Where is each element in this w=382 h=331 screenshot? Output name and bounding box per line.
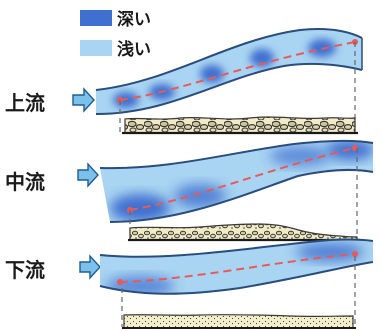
flow-arrow-icon <box>73 89 94 111</box>
legend-label-shallow: 浅い <box>117 39 151 60</box>
legend-swatch-deep <box>80 10 112 26</box>
flow-arrow-icon <box>80 256 100 278</box>
riverbed-sediment <box>122 315 356 328</box>
legend-label-deep: 深い <box>117 9 151 30</box>
flow-start-dot <box>117 279 123 285</box>
river-channel <box>100 140 374 222</box>
upper-reach: 上流 <box>5 29 362 133</box>
legend-item-deep: 深い <box>80 9 151 30</box>
legend-item-shallow: 浅い <box>80 39 151 60</box>
river-channel <box>100 240 373 296</box>
lower-reach: 下流 <box>5 240 373 328</box>
section-label-middle: 中流 <box>5 170 45 194</box>
riverbed-sediment <box>122 117 358 133</box>
riverbed-sediment <box>128 224 360 240</box>
middle-reach: 中流 <box>5 140 374 240</box>
flow-arrow-icon <box>78 164 98 186</box>
legend: 深い 浅い <box>80 9 151 60</box>
section-label-lower: 下流 <box>5 258 45 282</box>
legend-swatch-shallow <box>80 40 112 56</box>
section-label-upper: 上流 <box>5 91 45 115</box>
